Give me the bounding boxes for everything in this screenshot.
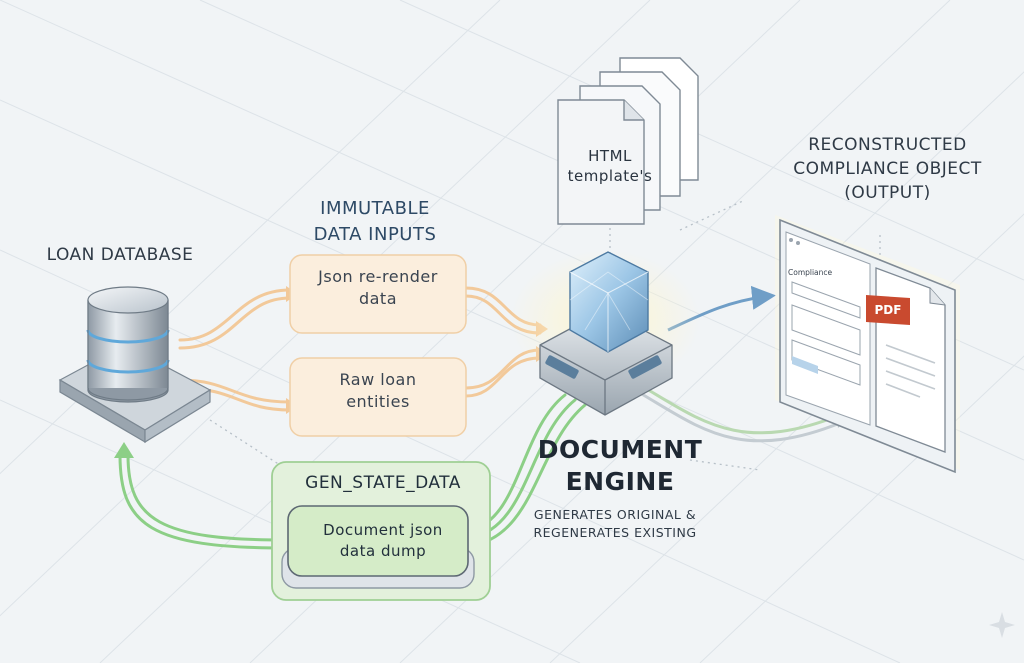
input2-line2: entities (346, 392, 410, 411)
inputs-title-line2: DATA INPUTS (313, 224, 437, 245)
engine-sub-line2: REGENERATES EXISTING (533, 525, 697, 540)
gen-state-container (271, 461, 491, 601)
output-line1: RECONSTRUCTED (808, 135, 967, 155)
json-rerender-label: Json re-render data (298, 266, 458, 310)
gen-state-title: GEN_STATE_DATA (305, 473, 461, 493)
inputs-title-line1: IMMUTABLE (320, 198, 430, 219)
template-stack (557, 57, 699, 225)
input-box-raw (289, 357, 467, 437)
output-document-screen (775, 215, 960, 474)
immutable-inputs-title: IMMUTABLE DATA INPUTS (290, 196, 460, 248)
pdf-badge: PDF (874, 303, 902, 317)
raw-loan-entities-label: Raw loan entities (298, 369, 458, 413)
output-line2: COMPLIANCE OBJECT (793, 159, 982, 179)
template-line2: template's (567, 167, 653, 185)
output-lower-arrows (638, 383, 842, 443)
document-json-dump-label: Document json data dump (298, 520, 468, 562)
sparkle-icon (989, 612, 1015, 638)
document-engine-icon (510, 250, 700, 416)
green-return-arrow (118, 453, 287, 550)
engine-line2: ENGINE (565, 467, 675, 496)
input2-line1: Raw loan (339, 370, 417, 389)
engine-sub-line1: GENERATES ORIGINAL & (533, 507, 697, 522)
html-template-label: HTML template's (560, 146, 660, 186)
output-line3: (OUTPUT) (844, 183, 931, 203)
engine-line1: DOCUMENT (537, 435, 703, 464)
database-icon (58, 286, 212, 444)
gen-inner-line2: data dump (339, 542, 427, 560)
loan-database-title: LOAN DATABASE (46, 245, 194, 265)
compliance-doc-heading: Compliance (788, 268, 833, 277)
input-box-json (289, 254, 467, 334)
green-return-arrowhead (114, 442, 134, 458)
document-engine-title: DOCUMENT ENGINE (520, 434, 720, 498)
template-line1: HTML (588, 147, 632, 165)
input1-line2: data (358, 289, 398, 308)
dotted-connectors (209, 199, 881, 471)
output-title: RECONSTRUCTED COMPLIANCE OBJECT (OUTPUT) (780, 133, 995, 205)
document-engine-subtitle: GENERATES ORIGINAL & REGENERATES EXISTIN… (515, 506, 715, 542)
input1-line1: Json re-render (318, 267, 438, 286)
gen-inner-line1: Document json (323, 521, 443, 539)
